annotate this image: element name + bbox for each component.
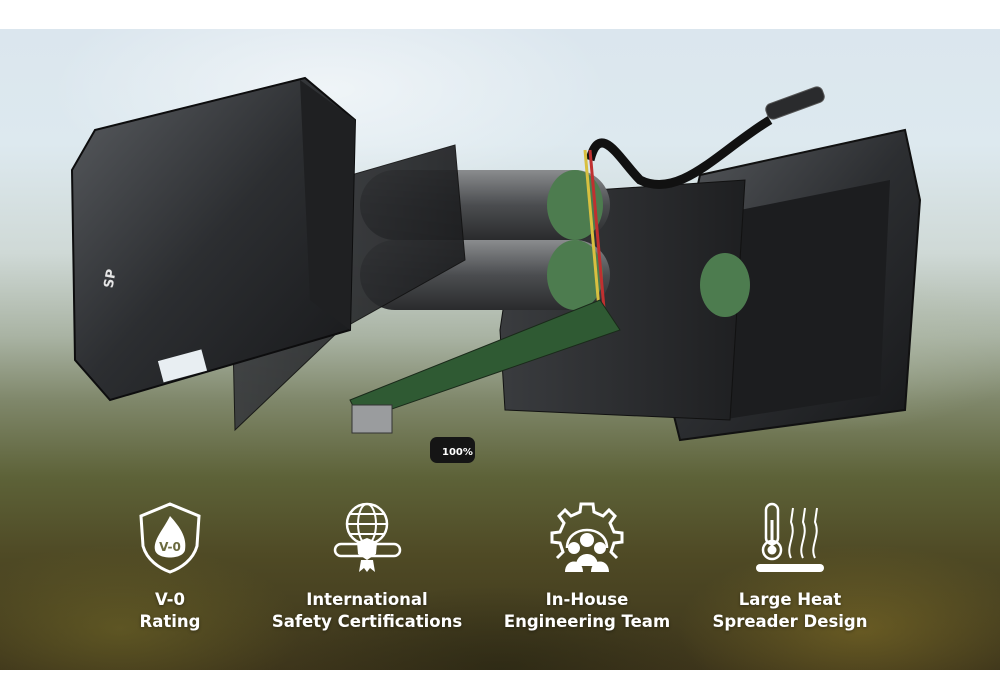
usb-c-connector (765, 86, 825, 120)
feature-title-line1: International (306, 590, 428, 609)
feature-title-line1: V-0 (155, 590, 185, 609)
thermometer-heat-icon (755, 502, 824, 572)
brand-logo: SP (102, 268, 120, 289)
feature-title-line2: Spreader Design (712, 612, 868, 631)
usb-c-cable (585, 116, 773, 190)
feature-title-line2: Safety Certifications (271, 612, 463, 631)
usb-a-port (351, 404, 393, 434)
feature-title-line2: Rating (139, 612, 201, 631)
front-shell: SP (70, 76, 357, 402)
feature-title-line1: Large Heat (738, 590, 842, 609)
globe-certificate-icon (333, 502, 401, 572)
display-readout: 100% (442, 447, 473, 458)
icon-label: V-0 (159, 540, 181, 554)
feature-title-line2: Engineering Team (503, 612, 671, 631)
gear-team-icon (550, 502, 624, 572)
flame-shield-icon: V-0 (139, 502, 201, 574)
led-display-module: 100% (430, 437, 475, 463)
feature-title-line1: In-House (545, 590, 629, 609)
